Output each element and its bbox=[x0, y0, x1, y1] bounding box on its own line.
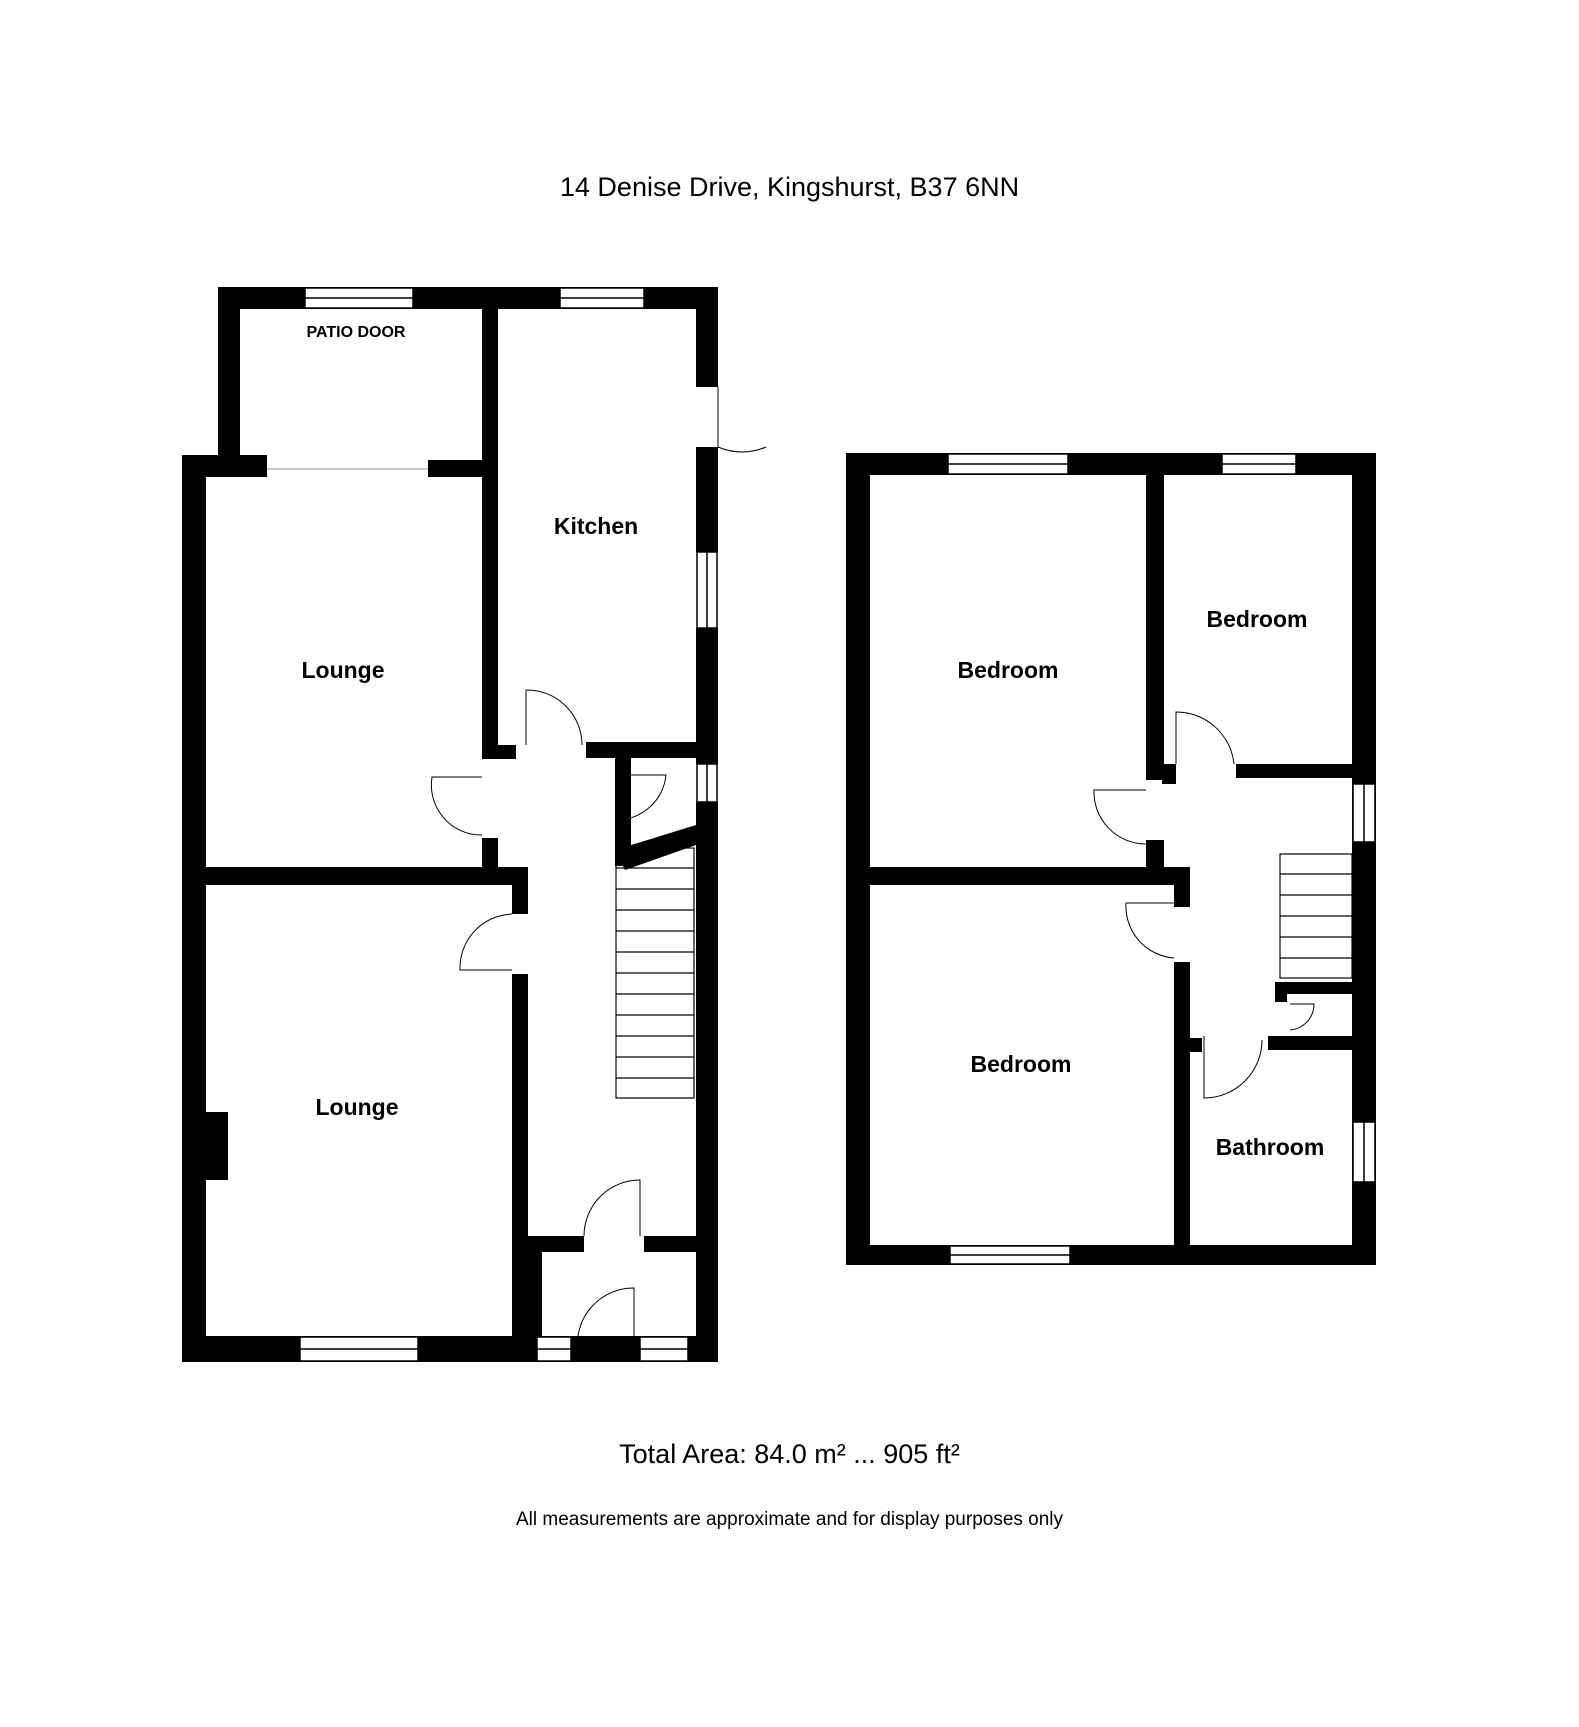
ground-floor-stairs bbox=[615, 847, 695, 1099]
plan-title: 14 Denise Drive, Kingshurst, B37 6NN bbox=[559, 172, 1020, 202]
kitchen-door-swing bbox=[525, 689, 583, 746]
lounge-door-swing bbox=[430, 776, 483, 836]
back-door-swing bbox=[717, 387, 767, 453]
wall bbox=[512, 868, 528, 914]
wall bbox=[428, 460, 498, 477]
wall bbox=[528, 1236, 584, 1252]
wall bbox=[696, 447, 718, 552]
front-lounge-door-swing bbox=[459, 913, 513, 971]
wall bbox=[1236, 764, 1352, 778]
wall bbox=[1174, 867, 1190, 907]
front-door-swing bbox=[576, 1287, 635, 1353]
wall bbox=[1146, 475, 1164, 780]
chimney-breast bbox=[204, 1112, 228, 1180]
wall bbox=[696, 287, 718, 387]
wall bbox=[586, 742, 716, 758]
label-lounge-rear: Lounge bbox=[301, 657, 384, 683]
wall bbox=[482, 838, 498, 884]
wall bbox=[846, 1245, 1376, 1265]
wall bbox=[1188, 1038, 1202, 1052]
bedroom-door-swing bbox=[1093, 789, 1147, 845]
front-bedroom-door-swing bbox=[1125, 902, 1175, 959]
wall bbox=[182, 455, 206, 1362]
cupboard-door-swing bbox=[614, 774, 667, 821]
label-bedroom-front: Bedroom bbox=[971, 1051, 1072, 1077]
wall bbox=[846, 453, 870, 1265]
first-floor-stairs bbox=[1279, 853, 1353, 979]
wall bbox=[218, 287, 240, 477]
bedroom-small-door-swing bbox=[1175, 711, 1235, 765]
wall bbox=[1174, 962, 1190, 1247]
wall bbox=[1162, 764, 1176, 784]
wall bbox=[644, 1236, 700, 1252]
disclaimer: All measurements are approximate and for… bbox=[515, 1509, 1064, 1530]
ground-floor-doors bbox=[430, 387, 767, 1353]
wall bbox=[696, 628, 718, 764]
ground-floor-windows bbox=[299, 287, 718, 1362]
cupboard-door-swing bbox=[1289, 1003, 1315, 1031]
bathroom-door-swing bbox=[1203, 1036, 1263, 1099]
first-floor-windows bbox=[947, 453, 1376, 1265]
wall bbox=[615, 758, 631, 866]
wall bbox=[1268, 1036, 1352, 1050]
wall bbox=[482, 745, 516, 759]
label-kitchen: Kitchen bbox=[554, 513, 638, 539]
total-area: Total Area: 84.0 m² ... 905 ft² bbox=[619, 1439, 960, 1469]
wall bbox=[482, 300, 498, 745]
hall-door-swing bbox=[583, 1179, 641, 1237]
wall bbox=[696, 802, 718, 1362]
wall bbox=[1275, 982, 1352, 994]
wall bbox=[182, 455, 267, 477]
label-bedroom-rear-right: Bedroom bbox=[1207, 606, 1308, 632]
wall bbox=[204, 867, 528, 885]
wall bbox=[528, 1252, 542, 1336]
label-lounge-front: Lounge bbox=[315, 1094, 398, 1120]
wall bbox=[870, 867, 1188, 885]
label-patio-door: PATIO DOOR bbox=[307, 324, 406, 341]
first-floor-doors bbox=[1093, 711, 1315, 1099]
wall bbox=[512, 974, 528, 1336]
wall bbox=[182, 1336, 718, 1362]
label-bathroom: Bathroom bbox=[1216, 1134, 1325, 1160]
label-bedroom-rear-left: Bedroom bbox=[958, 657, 1059, 683]
